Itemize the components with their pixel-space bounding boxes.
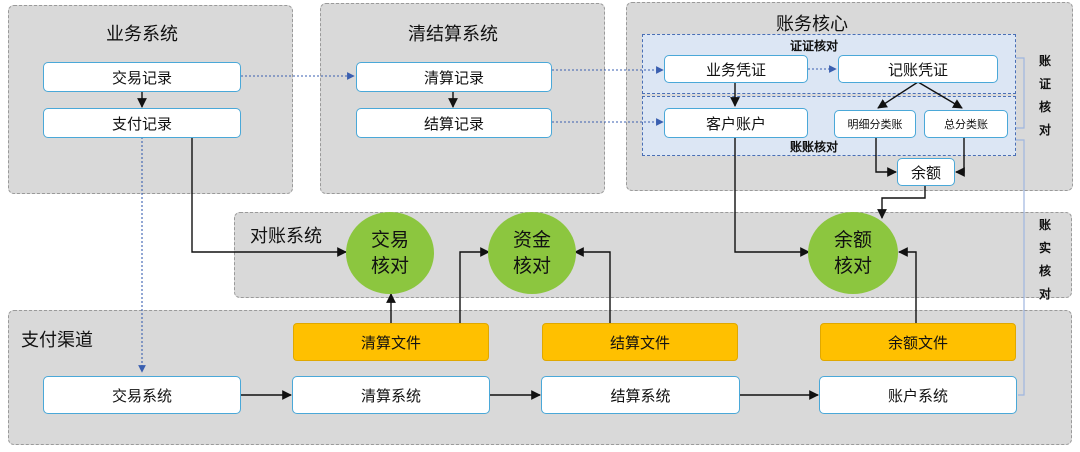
balance-file-box: 余额文件: [820, 323, 1016, 361]
business-system-panel: [8, 5, 293, 194]
general-ledger-box: 总分类账: [924, 110, 1008, 138]
arrow-detail-to-balance: [875, 137, 897, 177]
settle-system-box: 结算系统: [541, 376, 740, 414]
pay-record-box: 支付记录: [43, 108, 241, 138]
clearing-system-title: 清结算系统: [408, 24, 498, 45]
clearing-system-panel: [320, 3, 605, 194]
arrow-book-voucher-to-general: [917, 81, 963, 109]
balance-check-circle: 余额核对: [808, 212, 898, 294]
booking-voucher-box: 记账凭证: [838, 55, 998, 83]
business-system-title: 业务系统: [106, 24, 178, 45]
balance-box: 余额: [897, 158, 955, 186]
account-system-box: 账户系统: [819, 376, 1017, 414]
customer-account-box: 客户账户: [664, 108, 808, 138]
detail-ledger-box: 明细分类账: [834, 110, 916, 138]
arrow-settle-file-to-fund-check: [574, 247, 611, 323]
payment-channel-title: 支付渠道: [21, 330, 93, 351]
bracket-voucher-book: [1016, 57, 1025, 129]
clear-system-box: 清算系统: [292, 376, 490, 414]
ledger-core-title: 账务核心: [776, 14, 848, 35]
settle-record-box: 结算记录: [356, 108, 552, 138]
trade-check-label: 交易核对: [370, 229, 409, 277]
arrow-balance-file-to-check: [898, 247, 917, 323]
fund-check-circle: 资金核对: [488, 212, 576, 294]
settle-file-box: 结算文件: [542, 323, 738, 361]
voucher-book-check-label: 账证核对: [1038, 54, 1051, 137]
trade-check-circle: 交易核对: [346, 212, 434, 294]
arrow-general-to-balance: [955, 137, 965, 177]
clear-record-box: 清算记录: [356, 62, 552, 92]
bracket-book-real: [1016, 139, 1025, 396]
arrow-customer-to-check: [734, 138, 810, 257]
account-check-label: 账账核对: [790, 140, 839, 154]
reconciliation-title: 对账系统: [250, 226, 322, 247]
arrow-pay-record-to-trade-check: [191, 137, 347, 257]
voucher-check-label: 证证核对: [790, 39, 839, 53]
fund-check-label: 资金核对: [512, 229, 551, 277]
trade-record-box: 交易记录: [43, 62, 241, 92]
trade-system-box: 交易系统: [43, 376, 241, 414]
clear-file-box: 清算文件: [293, 323, 489, 361]
arrow-book-voucher-to-detail: [877, 81, 919, 109]
book-real-check-label: 账实核对: [1038, 218, 1051, 301]
business-voucher-box: 业务凭证: [664, 55, 808, 83]
arrow-balance-to-check: [877, 186, 926, 219]
arrow-clear-file-to-fund-check: [459, 247, 490, 323]
balance-check-label: 余额核对: [833, 229, 872, 277]
